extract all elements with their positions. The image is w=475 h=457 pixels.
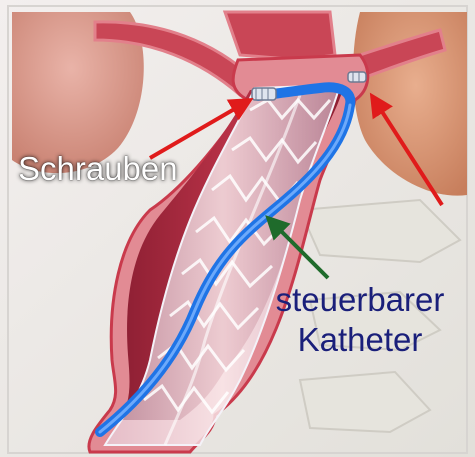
catheter-label: steuerbarer Katheter: [245, 280, 475, 360]
screw-right: [348, 72, 366, 82]
catheter-label-line1: steuerbarer: [245, 280, 475, 320]
screw-left: [252, 88, 276, 100]
catheter-label-line2: Katheter: [245, 320, 475, 360]
screws-label: Schrauben: [18, 150, 178, 188]
